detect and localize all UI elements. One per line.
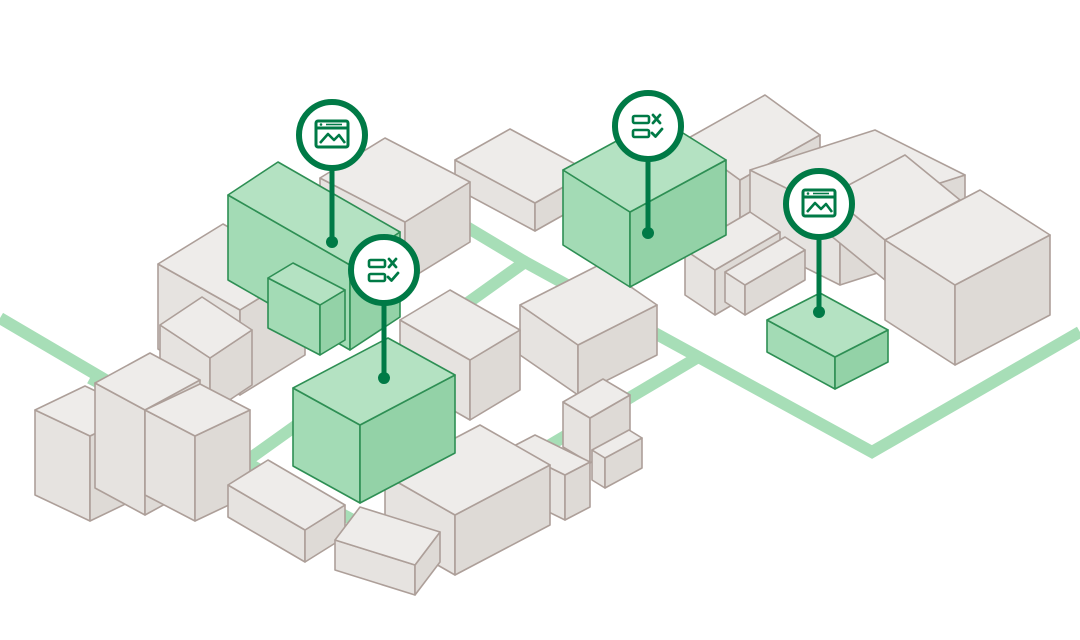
highlighted-building[interactable]	[292, 337, 456, 504]
building	[591, 429, 643, 489]
building	[227, 459, 346, 563]
pin-anchor-dot	[326, 236, 338, 248]
pin-anchor-dot	[813, 306, 825, 318]
building	[519, 264, 658, 396]
checklist-icon	[631, 113, 664, 139]
pin-anchor-dot	[642, 227, 654, 239]
checklist-icon	[367, 257, 400, 283]
pin-checklist-1[interactable]	[348, 234, 420, 384]
building-layer	[34, 94, 1051, 596]
building	[334, 506, 441, 596]
pin-web-preview-1[interactable]	[296, 99, 368, 248]
highlighted-building[interactable]	[766, 292, 889, 390]
building	[724, 236, 806, 316]
web-preview-icon	[801, 188, 837, 218]
pin-badge[interactable]	[783, 168, 855, 240]
highlighted-building[interactable]	[562, 117, 727, 288]
building	[144, 383, 251, 522]
pin-badge[interactable]	[296, 99, 368, 171]
web-preview-icon	[314, 119, 350, 149]
building	[884, 189, 1051, 366]
pin-web-preview-2[interactable]	[783, 168, 855, 318]
highlighted-building[interactable]	[267, 262, 346, 356]
pin-badge[interactable]	[612, 90, 684, 162]
pin-checklist-2[interactable]	[612, 90, 684, 239]
pin-layer	[296, 90, 855, 384]
pin-anchor-dot	[378, 372, 390, 384]
pin-badge[interactable]	[348, 234, 420, 306]
